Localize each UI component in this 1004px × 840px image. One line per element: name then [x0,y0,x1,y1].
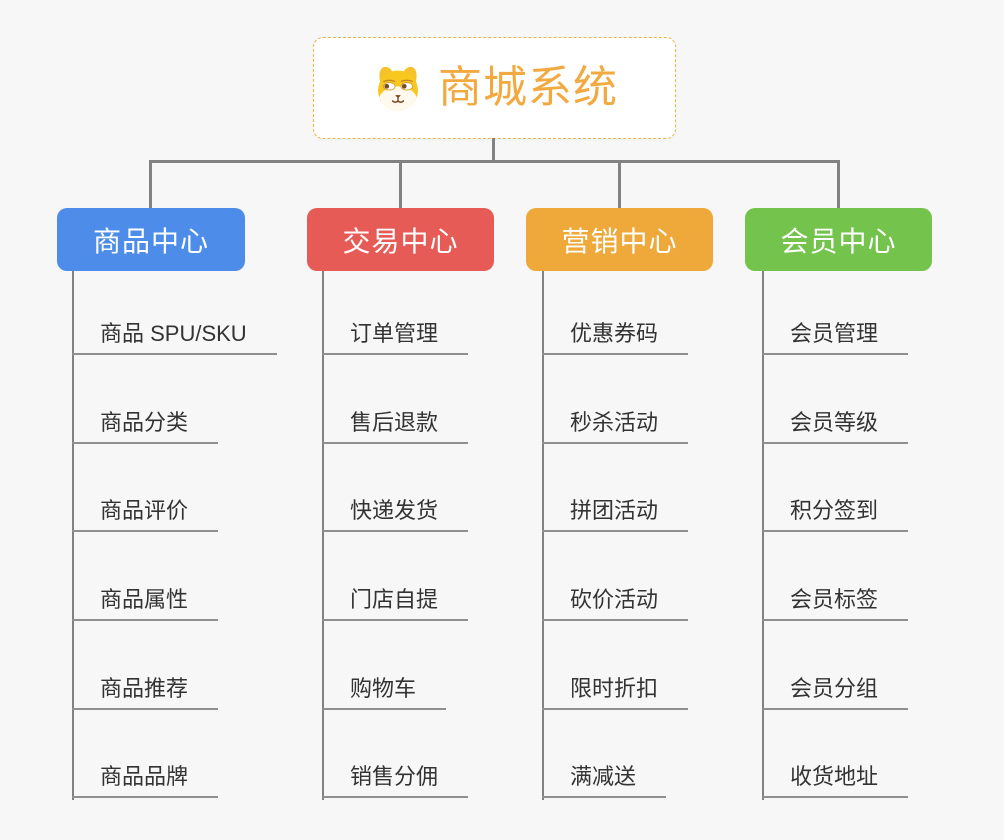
leaf-topic[interactable]: 售后退款 [322,404,469,444]
branch-spine-product-center [72,271,74,800]
connector-drop-marketing [618,160,621,208]
branch-header-trade-center[interactable]: 交易中心 [307,208,494,271]
leaf-topic[interactable]: 会员分组 [762,670,909,710]
root-title: 商城系统 [438,63,618,112]
leaf-topic[interactable]: 商品分类 [72,404,219,444]
root-node[interactable]: 商城系统 [313,37,676,139]
leaf-topic[interactable]: 砍价活动 [542,581,689,621]
leaf-topic[interactable]: 商品评价 [72,492,219,532]
leaf-topic[interactable]: 订单管理 [322,315,469,355]
branch-spine-member-center [762,271,764,800]
leaf-topic[interactable]: 秒杀活动 [542,404,689,444]
leaf-topic[interactable]: 满减送 [542,758,667,798]
connector-horizontal-bus [149,160,840,163]
leaf-topic[interactable]: 会员标签 [762,581,909,621]
branch-header-marketing-center[interactable]: 营销中心 [526,208,713,271]
leaf-topic[interactable]: 拼团活动 [542,492,689,532]
branch-header-product-center[interactable]: 商品中心 [57,208,245,271]
branch-spine-trade-center [322,271,324,800]
connector-drop-members [837,160,840,208]
leaf-topic[interactable]: 销售分佣 [322,758,469,798]
leaf-topic[interactable]: 优惠券码 [542,315,689,355]
branch-spine-marketing-center [542,271,544,800]
leaf-topic[interactable]: 会员等级 [762,404,909,444]
shiba-dog-face-icon [378,66,418,111]
connector-drop-trade [399,160,402,208]
connector-root-vertical [492,138,495,162]
leaf-topic[interactable]: 门店自提 [322,581,469,621]
leaf-topic[interactable]: 收货地址 [762,758,909,798]
leaf-topic[interactable]: 快递发货 [322,492,469,532]
leaf-topic[interactable]: 商品属性 [72,581,219,621]
leaf-topic[interactable]: 购物车 [322,670,447,710]
connector-drop-products [149,160,152,208]
leaf-topic[interactable]: 商品品牌 [72,758,219,798]
leaf-topic[interactable]: 积分签到 [762,492,909,532]
leaf-topic[interactable]: 限时折扣 [542,670,689,710]
leaf-topic[interactable]: 商品 SPU/SKU [72,315,277,355]
branch-header-member-center[interactable]: 会员中心 [745,208,932,271]
leaf-topic[interactable]: 商品推荐 [72,670,219,710]
leaf-topic[interactable]: 会员管理 [762,315,909,355]
